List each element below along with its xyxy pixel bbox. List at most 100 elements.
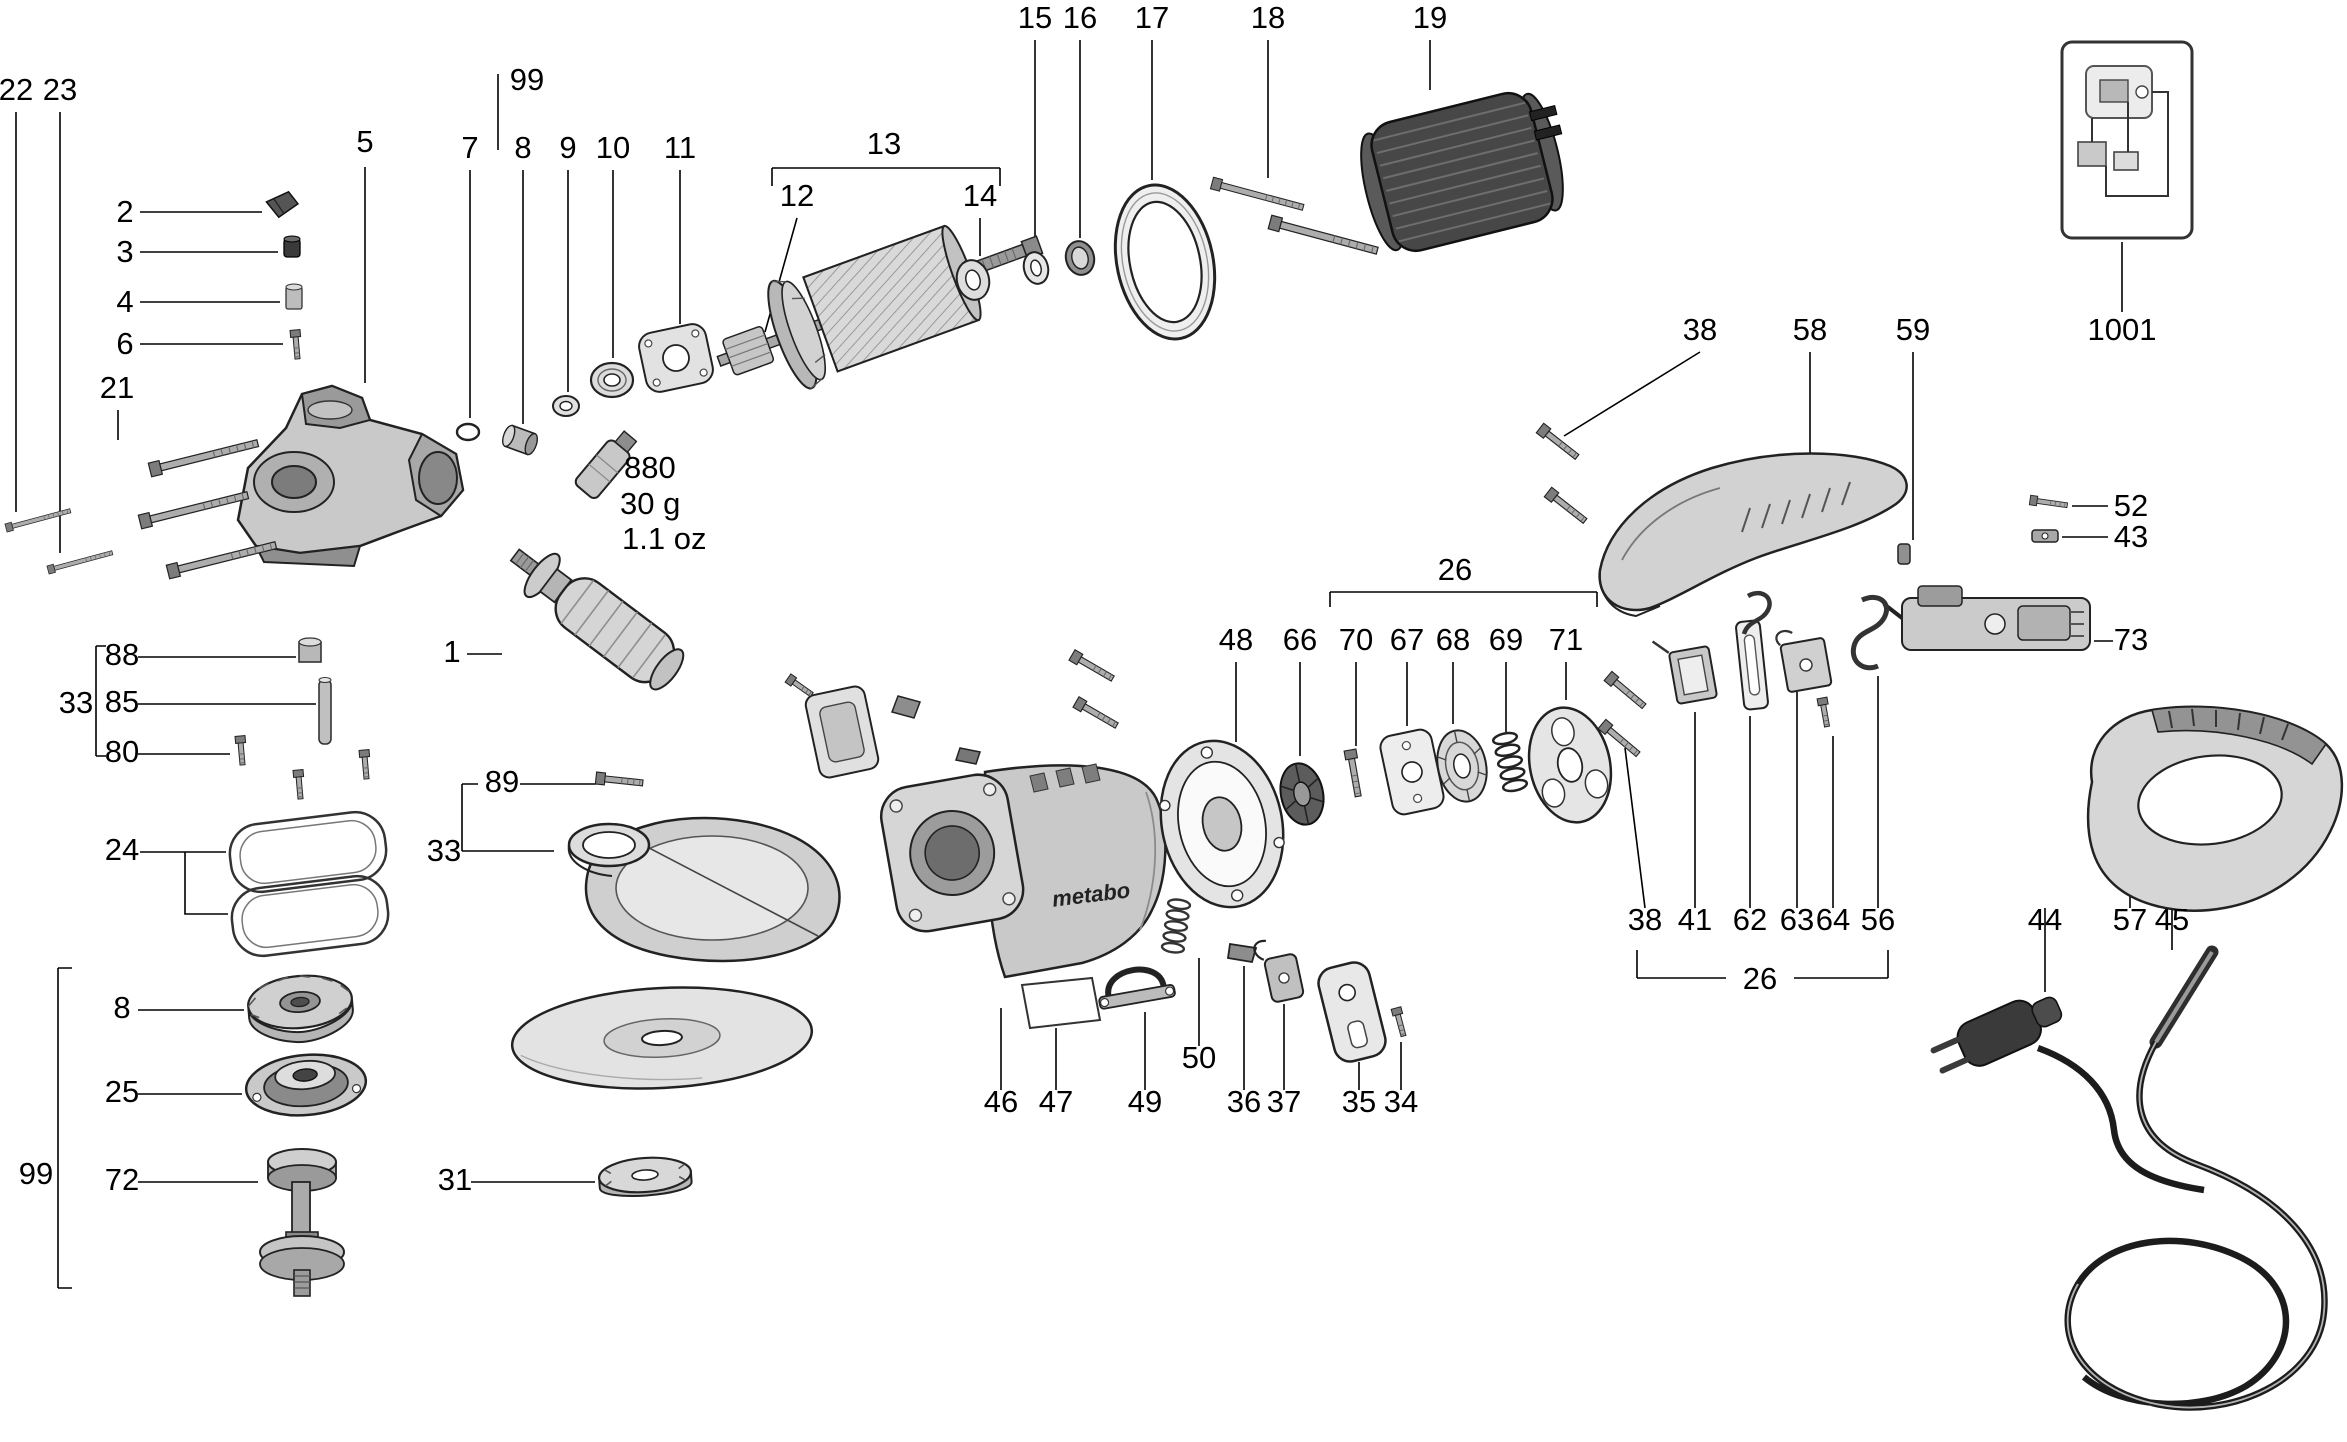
callout-33a: 33 bbox=[59, 685, 93, 720]
callout-63: 63 bbox=[1780, 902, 1814, 937]
part-brush-holder-41 bbox=[1651, 640, 1718, 705]
callout-880: 880 bbox=[624, 450, 676, 485]
part-screws-38-top bbox=[1535, 422, 1590, 527]
callout-38a: 38 bbox=[1683, 312, 1717, 347]
callout-56: 56 bbox=[1861, 902, 1895, 937]
part-cover-plate bbox=[804, 685, 880, 779]
part-clip-b bbox=[955, 747, 981, 765]
part-washer-9 bbox=[552, 395, 580, 417]
part-washer-16 bbox=[1064, 240, 1096, 276]
callout-19: 19 bbox=[1413, 0, 1447, 35]
part-screws-26-left bbox=[1068, 649, 1121, 732]
callout-24: 24 bbox=[105, 832, 139, 867]
part-spring-69 bbox=[1491, 731, 1529, 793]
callout-35: 35 bbox=[1342, 1084, 1376, 1119]
part-spindle bbox=[259, 1148, 345, 1297]
callout-1: 1 bbox=[443, 634, 460, 669]
part-screw-18a bbox=[1209, 176, 1306, 214]
leader-lines bbox=[15, 40, 2173, 1289]
callout-31: 31 bbox=[438, 1162, 472, 1197]
callout-72: 72 bbox=[105, 1162, 139, 1197]
part-screw-70 bbox=[1343, 748, 1365, 798]
part-handle-shell bbox=[1598, 452, 1908, 618]
callout-23: 23 bbox=[43, 72, 77, 107]
callout-33b: 33 bbox=[427, 833, 461, 868]
part-gasket-24a bbox=[228, 810, 388, 894]
part-clip-a bbox=[891, 695, 921, 719]
callout-16: 16 bbox=[1063, 0, 1097, 35]
callout-5: 5 bbox=[356, 124, 373, 159]
part-clamp-lever-37 bbox=[1253, 939, 1305, 1003]
callout-38b: 38 bbox=[1628, 902, 1662, 937]
part-fan bbox=[1279, 762, 1325, 826]
part-screw-cover bbox=[784, 673, 816, 700]
callout-22: 22 bbox=[0, 72, 33, 107]
callout-88: 88 bbox=[105, 637, 139, 672]
callout-3: 3 bbox=[116, 234, 133, 269]
part-plate-67 bbox=[1379, 728, 1445, 816]
callout-64: 64 bbox=[1816, 902, 1850, 937]
part-washer-14 bbox=[955, 259, 991, 301]
part-crown-gear bbox=[247, 974, 354, 1044]
callout-59: 59 bbox=[1896, 312, 1930, 347]
part-ball-bearing-10 bbox=[589, 361, 635, 399]
callout-25: 25 bbox=[105, 1074, 139, 1109]
callout-37: 37 bbox=[1267, 1084, 1301, 1119]
part-brush-holder-63 bbox=[1775, 629, 1833, 693]
part-screws-80 bbox=[234, 735, 373, 800]
callout-71: 71 bbox=[1549, 622, 1583, 657]
part-screw-64 bbox=[1816, 696, 1833, 728]
part-clip-2 bbox=[265, 190, 300, 219]
part-gear-housing bbox=[236, 384, 465, 568]
callout-47: 47 bbox=[1039, 1084, 1073, 1119]
callout-50: 50 bbox=[1182, 1040, 1216, 1075]
part-armature bbox=[716, 224, 1044, 390]
part-bushing-8 bbox=[502, 424, 538, 456]
callout-48: 48 bbox=[1219, 622, 1253, 657]
part-bearing-shield bbox=[1159, 739, 1285, 909]
part-cover-35 bbox=[1317, 961, 1387, 1063]
callout-45: 45 bbox=[2155, 902, 2189, 937]
callout-15: 15 bbox=[1018, 0, 1052, 35]
part-sleeve-4 bbox=[285, 283, 303, 310]
grease-amount-oz: 1.1 oz bbox=[622, 521, 706, 556]
callout-57: 57 bbox=[2113, 902, 2147, 937]
callout-18: 18 bbox=[1251, 0, 1285, 35]
part-leaf-spring-62 bbox=[1735, 619, 1769, 711]
callout-13: 13 bbox=[867, 126, 901, 161]
callout-11: 11 bbox=[664, 130, 696, 165]
grease-amount-g: 30 g bbox=[620, 486, 680, 521]
part-gasket-24b bbox=[230, 874, 390, 958]
callout-10: 10 bbox=[596, 130, 630, 165]
callout-58: 58 bbox=[1793, 312, 1827, 347]
callout-70: 70 bbox=[1339, 622, 1373, 657]
callout-85: 85 bbox=[105, 684, 139, 719]
callout-52: 52 bbox=[2114, 488, 2148, 523]
part-switch-assembly bbox=[1882, 585, 2091, 651]
part-ring-7 bbox=[455, 422, 481, 442]
callout-14: 14 bbox=[963, 178, 997, 213]
callout-36: 36 bbox=[1227, 1084, 1261, 1119]
callout-44: 44 bbox=[2028, 902, 2062, 937]
callout-99b: 99 bbox=[19, 1156, 53, 1191]
part-screw-18b bbox=[1267, 214, 1380, 259]
callout-73: 73 bbox=[2114, 622, 2148, 657]
callout-80: 80 bbox=[105, 734, 139, 769]
part-wire-hook-56a bbox=[1741, 590, 1772, 635]
part-clamping-nut bbox=[597, 1156, 693, 1197]
part-seal-ring-17 bbox=[1113, 183, 1217, 341]
part-sleeve-88 bbox=[298, 637, 322, 663]
callout-labels: 22 23 5 2 3 4 6 21 7 99 8 9 10 11 12 13 … bbox=[0, 0, 2189, 1197]
part-screw-22 bbox=[4, 506, 72, 533]
part-spring-50 bbox=[1160, 898, 1192, 954]
callout-41: 41 bbox=[1678, 902, 1712, 937]
callout-34: 34 bbox=[1384, 1084, 1418, 1119]
callout-17: 17 bbox=[1135, 0, 1169, 35]
part-motor-housing: metabo bbox=[879, 763, 1167, 979]
callout-7: 7 bbox=[461, 130, 478, 165]
part-washer-15 bbox=[1022, 251, 1050, 285]
callout-68: 68 bbox=[1436, 622, 1470, 657]
part-cap-3 bbox=[283, 235, 301, 258]
part-cord-clamp-49 bbox=[1098, 966, 1176, 1010]
